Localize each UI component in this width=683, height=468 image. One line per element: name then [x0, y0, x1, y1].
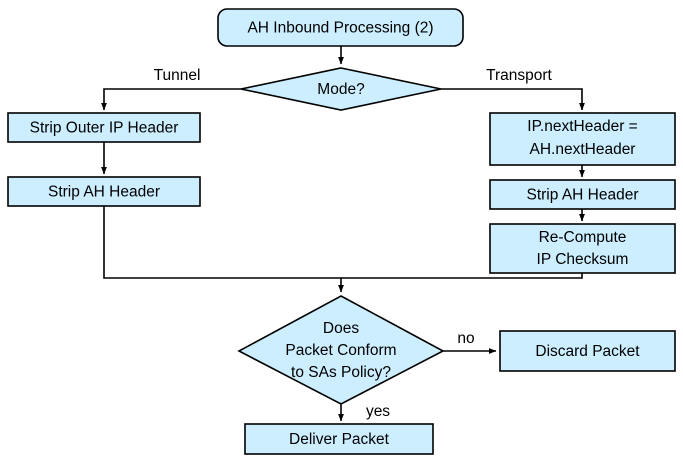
node-strip-outer-ip-header[interactable]: Strip Outer IP Header: [7, 112, 201, 143]
node-strip-ah-header-transport-label: Strip AH Header: [527, 187, 639, 204]
node-discard-packet[interactable]: Discard Packet: [499, 330, 676, 372]
node-start-label: AH Inbound Processing (2): [247, 20, 433, 37]
node-start[interactable]: AH Inbound Processing (2): [217, 8, 464, 47]
node-ip-nextheader-shape: [489, 112, 676, 166]
connector-tunnel-branch-to-conform: [103, 206, 345, 293]
node-strip-ah-header-tunnel[interactable]: Strip AH Header: [7, 176, 201, 207]
node-recompute-checksum[interactable]: Re-Compute IP Checksum: [489, 223, 676, 274]
edge-label-tunnel: Tunnel: [154, 67, 201, 84]
node-conform-decision-label-line2: Packet Conform: [285, 342, 396, 359]
node-mode-decision-label: Mode?: [317, 81, 365, 98]
edge-label-no: no: [457, 330, 474, 347]
connector-mode-transport: [441, 88, 586, 111]
node-strip-outer-ip-header-shape: [7, 112, 201, 143]
node-deliver-packet[interactable]: Deliver Packet: [244, 423, 434, 455]
node-recompute-checksum-label-line2: IP Checksum: [537, 251, 629, 268]
connector-mode-tunnel: [101, 88, 241, 111]
node-recompute-checksum-label-line1: Re-Compute: [539, 229, 627, 246]
node-conform-decision[interactable]: Does Packet Conform to SAs Policy?: [237, 295, 445, 405]
node-start-shape: [217, 8, 464, 47]
node-ip-nextheader-label-line1: IP.nextHeader =: [527, 118, 637, 135]
node-conform-decision-shape: [237, 295, 445, 405]
node-discard-packet-label: Discard Packet: [535, 343, 640, 360]
node-mode-decision[interactable]: Mode?: [240, 67, 442, 111]
node-ip-nextheader[interactable]: IP.nextHeader = AH.nextHeader: [489, 112, 676, 166]
node-strip-ah-header-transport-shape: [489, 179, 676, 210]
node-conform-decision-label-line3: to SAs Policy?: [291, 364, 391, 381]
node-mode-decision-shape: [240, 67, 442, 111]
node-deliver-packet-shape: [244, 423, 434, 455]
edge-label-transport: Transport: [486, 67, 552, 84]
node-deliver-packet-label: Deliver Packet: [289, 431, 390, 448]
node-discard-packet-shape: [499, 330, 676, 372]
connector-transport-branch-to-conform: [341, 273, 583, 279]
node-strip-ah-header-transport[interactable]: Strip AH Header: [489, 179, 676, 210]
node-strip-ah-header-tunnel-shape: [7, 176, 201, 207]
node-recompute-checksum-shape: [489, 223, 676, 274]
node-conform-decision-label-line1: Does: [323, 320, 359, 337]
node-strip-outer-ip-header-label: Strip Outer IP Header: [30, 120, 179, 137]
edge-label-yes: yes: [366, 403, 390, 420]
node-ip-nextheader-label-line2: AH.nextHeader: [530, 141, 636, 158]
node-strip-ah-header-tunnel-label: Strip AH Header: [48, 184, 160, 201]
